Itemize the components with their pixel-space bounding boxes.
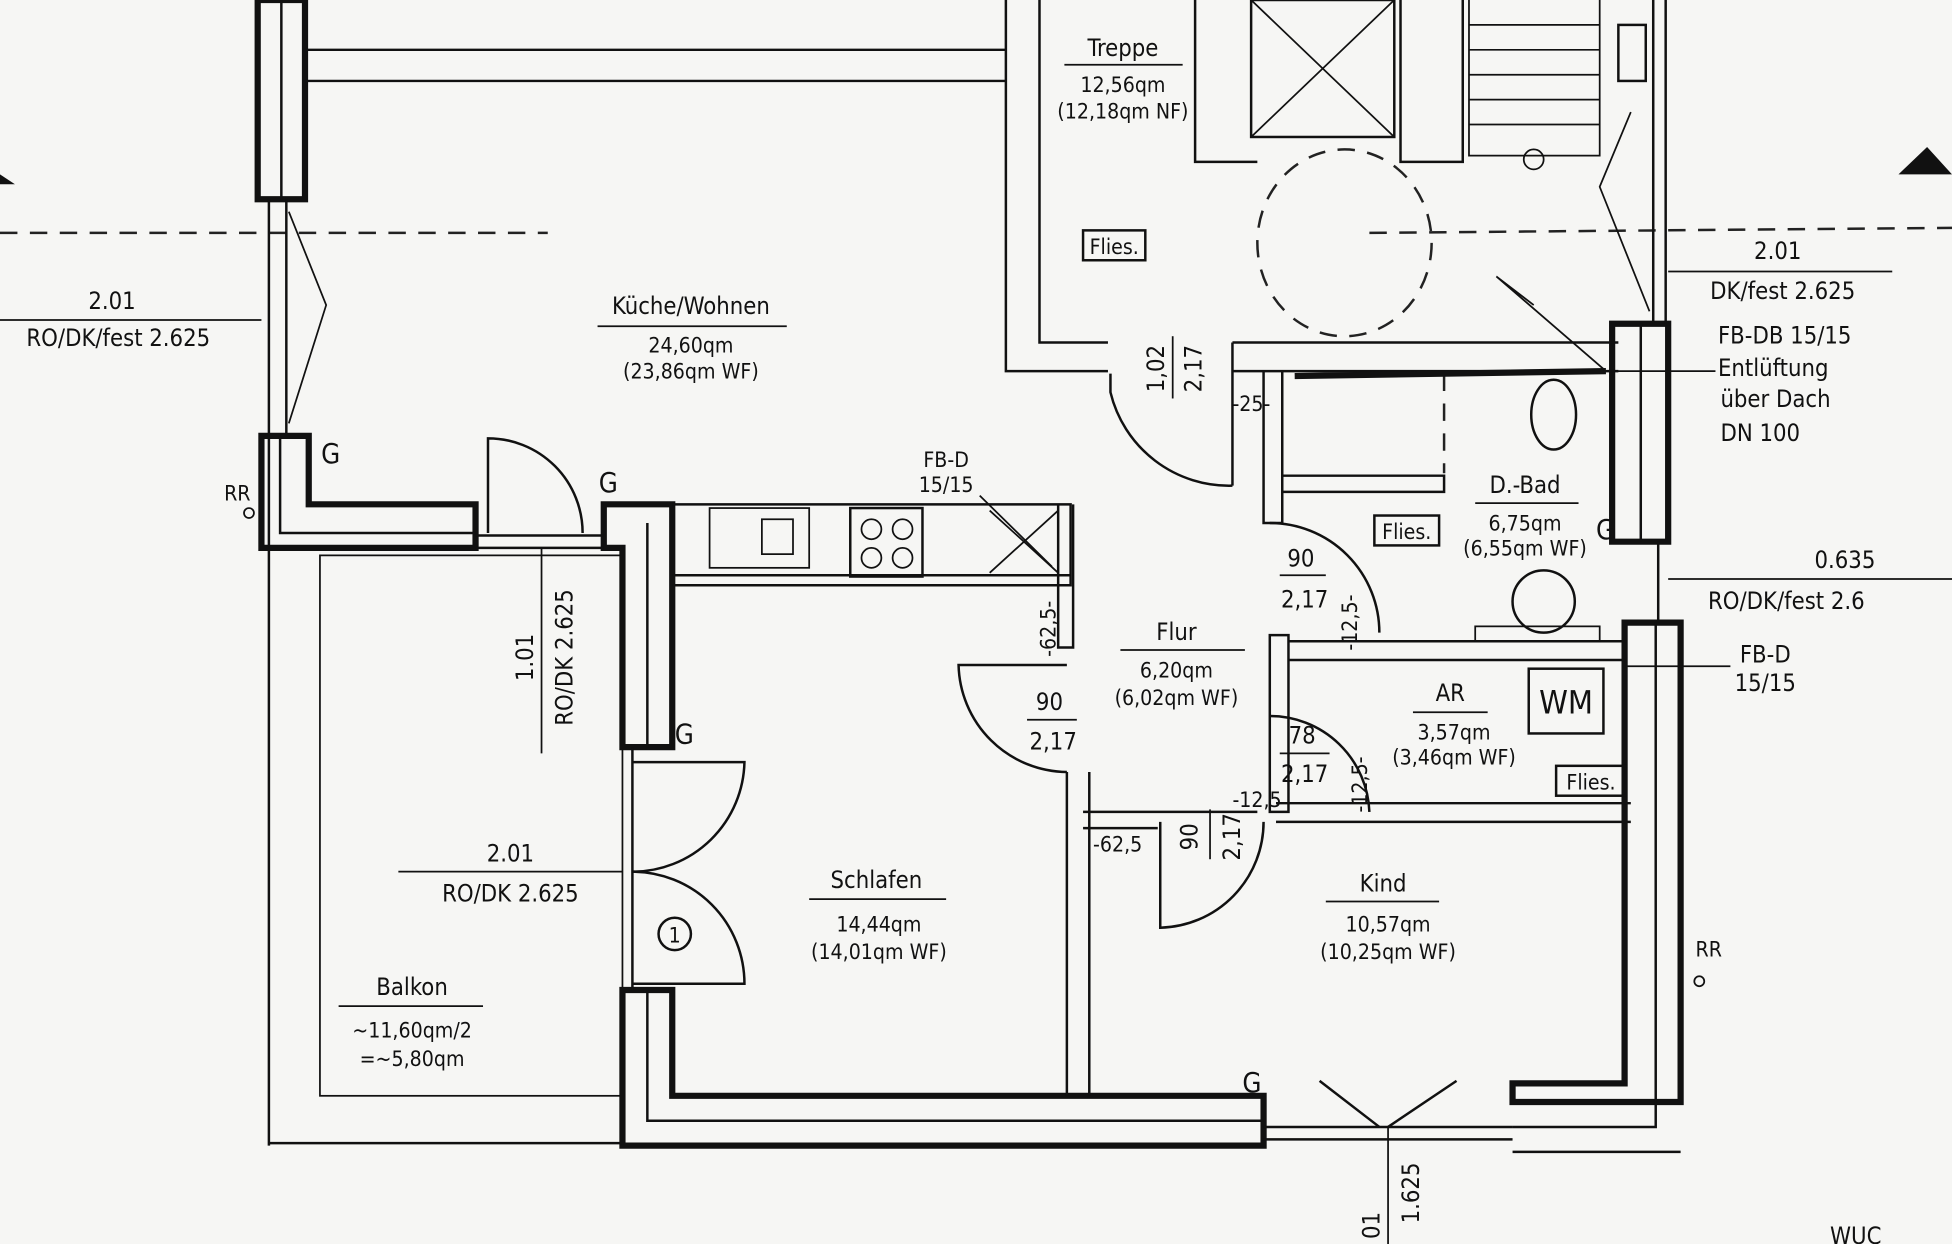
room-area: 12,56qm (1080, 72, 1165, 97)
room-net-area: (10,25qm WF) (1320, 939, 1456, 964)
g-mark: G (1596, 515, 1615, 546)
window-balkon-type: RO/DK 2.625 (551, 589, 579, 726)
note-fbd-2: FB-D (1740, 640, 1791, 668)
dim-label: -12,5 (1232, 787, 1281, 812)
notes: FB-DB 15/15 Entlüftung über Dach DN 100 … (224, 229, 1881, 1244)
note-dn: DN 100 (1720, 419, 1800, 447)
room-name: Flur (1156, 618, 1197, 646)
window-schlafen-type: RO/DK 2.625 (442, 880, 579, 908)
room-net-area: (6,02qm WF) (1115, 685, 1239, 710)
dim-label: -12,5- (1337, 595, 1362, 651)
door-bad-width: 90 (1287, 545, 1314, 573)
door-schlafen-width: 90 (1036, 688, 1063, 716)
rr-mark: RR (224, 481, 250, 506)
room-area: 10,57qm (1346, 911, 1431, 936)
window-labels: 2.01 RO/DK/fest 2.625 2.01 DK/fest 2.625… (26, 237, 1875, 1239)
window-right-top-type: DK/fest 2.625 (1710, 277, 1855, 305)
tile-label: Flies. (1382, 519, 1431, 544)
note-fbdb: FB-DB 15/15 (1718, 322, 1851, 350)
dim-label: -25- (1232, 391, 1270, 416)
note-fbd-size: 15/15 (919, 472, 974, 497)
dim-label: -62,5- (1036, 601, 1061, 657)
room-treppe: Treppe 12,56qm (12,18qm NF) (1057, 34, 1188, 123)
room-ar: AR 3,57qm (3,46qm WF) (1392, 679, 1516, 770)
room-area: 3,57qm (1418, 720, 1491, 745)
dimension-marks: -25- -62,5- -12,5- -62,5 -12,5 -12,5- (1036, 391, 1372, 857)
room-bad: D.-Bad 6,75qm (6,55qm WF) (1463, 471, 1587, 560)
note-fbd: FB-D (923, 447, 969, 472)
room-area: 6,20qm (1140, 657, 1213, 682)
tile-label: Flies. (1566, 769, 1615, 794)
room-kueche: Küche/Wohnen 24,60qm (23,86qm WF) (597, 292, 787, 384)
g-mark: G (1242, 1068, 1261, 1099)
window-balkon-width: 1.01 (511, 634, 539, 681)
room-net-area: (6,55qm WF) (1463, 535, 1587, 560)
note-ventilation-roof: über Dach (1720, 385, 1830, 413)
section-arrow-left (0, 174, 15, 185)
room-name: D.-Bad (1489, 471, 1560, 499)
washing-machine-label: WM (1539, 684, 1593, 722)
tile-label: Flies. (1090, 234, 1139, 259)
room-kind: Kind 10,57qm (10,25qm WF) (1320, 870, 1456, 964)
corner-label: WUC (1830, 1222, 1881, 1244)
room-area: 24,60qm (648, 332, 733, 357)
window-bottom-width: 1.625 (1397, 1163, 1425, 1224)
door-treppe-width: 1,02 (1142, 345, 1170, 392)
window-left-type: RO/DK/fest 2.625 (26, 324, 210, 352)
dim-label: -12,5- (1347, 756, 1372, 812)
door-kind-height: 2,17 (1218, 813, 1246, 860)
room-area: 6,75qm (1489, 510, 1562, 535)
window-right-mid-width: 0.635 (1815, 546, 1876, 574)
room-name: Küche/Wohnen (612, 292, 770, 320)
room-net-area: (14,01qm WF) (811, 939, 947, 964)
window-bottom-prefix: 01 (1357, 1212, 1385, 1239)
room-balkon: Balkon ~11,60qm/2 =~5,80qm (338, 973, 484, 1071)
g-mark: G (675, 719, 694, 750)
section-line-right (1369, 226, 1952, 235)
g-mark: G (321, 439, 340, 470)
room-area: ~11,60qm/2 (352, 1017, 472, 1042)
room-net-area: (12,18qm NF) (1057, 98, 1188, 123)
window-right-top-width: 2.01 (1754, 237, 1801, 265)
room-name: Treppe (1086, 34, 1158, 62)
note-ventilation: Entlüftung (1718, 354, 1829, 382)
room-name: Kind (1360, 870, 1407, 898)
door-bad-height: 2,17 (1281, 586, 1328, 614)
door-ar-height: 2,17 (1281, 760, 1328, 788)
room-flur: Flur 6,20qm (6,02qm WF) (1115, 618, 1245, 710)
room-net-area: (3,46qm WF) (1392, 745, 1516, 770)
room-name: Balkon (376, 973, 447, 1001)
door-kind-width: 90 (1176, 823, 1204, 850)
room-net-area: =~5,80qm (360, 1046, 465, 1071)
window-schlafen-width: 2.01 (487, 840, 534, 868)
section-arrow-right (1898, 146, 1952, 175)
door-labels: 1,02 2,17 90 2,17 90 2,17 78 2,17 90 2,1… (1027, 336, 1330, 860)
room-name: Schlafen (831, 866, 923, 894)
position-marker: 1 (669, 923, 681, 948)
rr-mark: RR (1696, 936, 1722, 961)
g-mark: G (599, 468, 618, 499)
room-name: AR (1436, 679, 1466, 707)
door-treppe-height: 2,17 (1179, 345, 1207, 392)
room-area: 14,44qm (836, 911, 921, 936)
window-left-width: 2.01 (88, 287, 135, 315)
door-schlafen-height: 2,17 (1030, 728, 1077, 756)
window-right-mid-type: RO/DK/fest 2.6 (1708, 587, 1865, 615)
room-schlafen: Schlafen 14,44qm (14,01qm WF) (809, 866, 947, 964)
room-net-area: (23,86qm WF) (623, 359, 759, 384)
dim-label: -62,5 (1093, 832, 1142, 857)
note-fbd-2-size: 15/15 (1735, 669, 1796, 697)
door-ar-width: 78 (1289, 721, 1316, 749)
